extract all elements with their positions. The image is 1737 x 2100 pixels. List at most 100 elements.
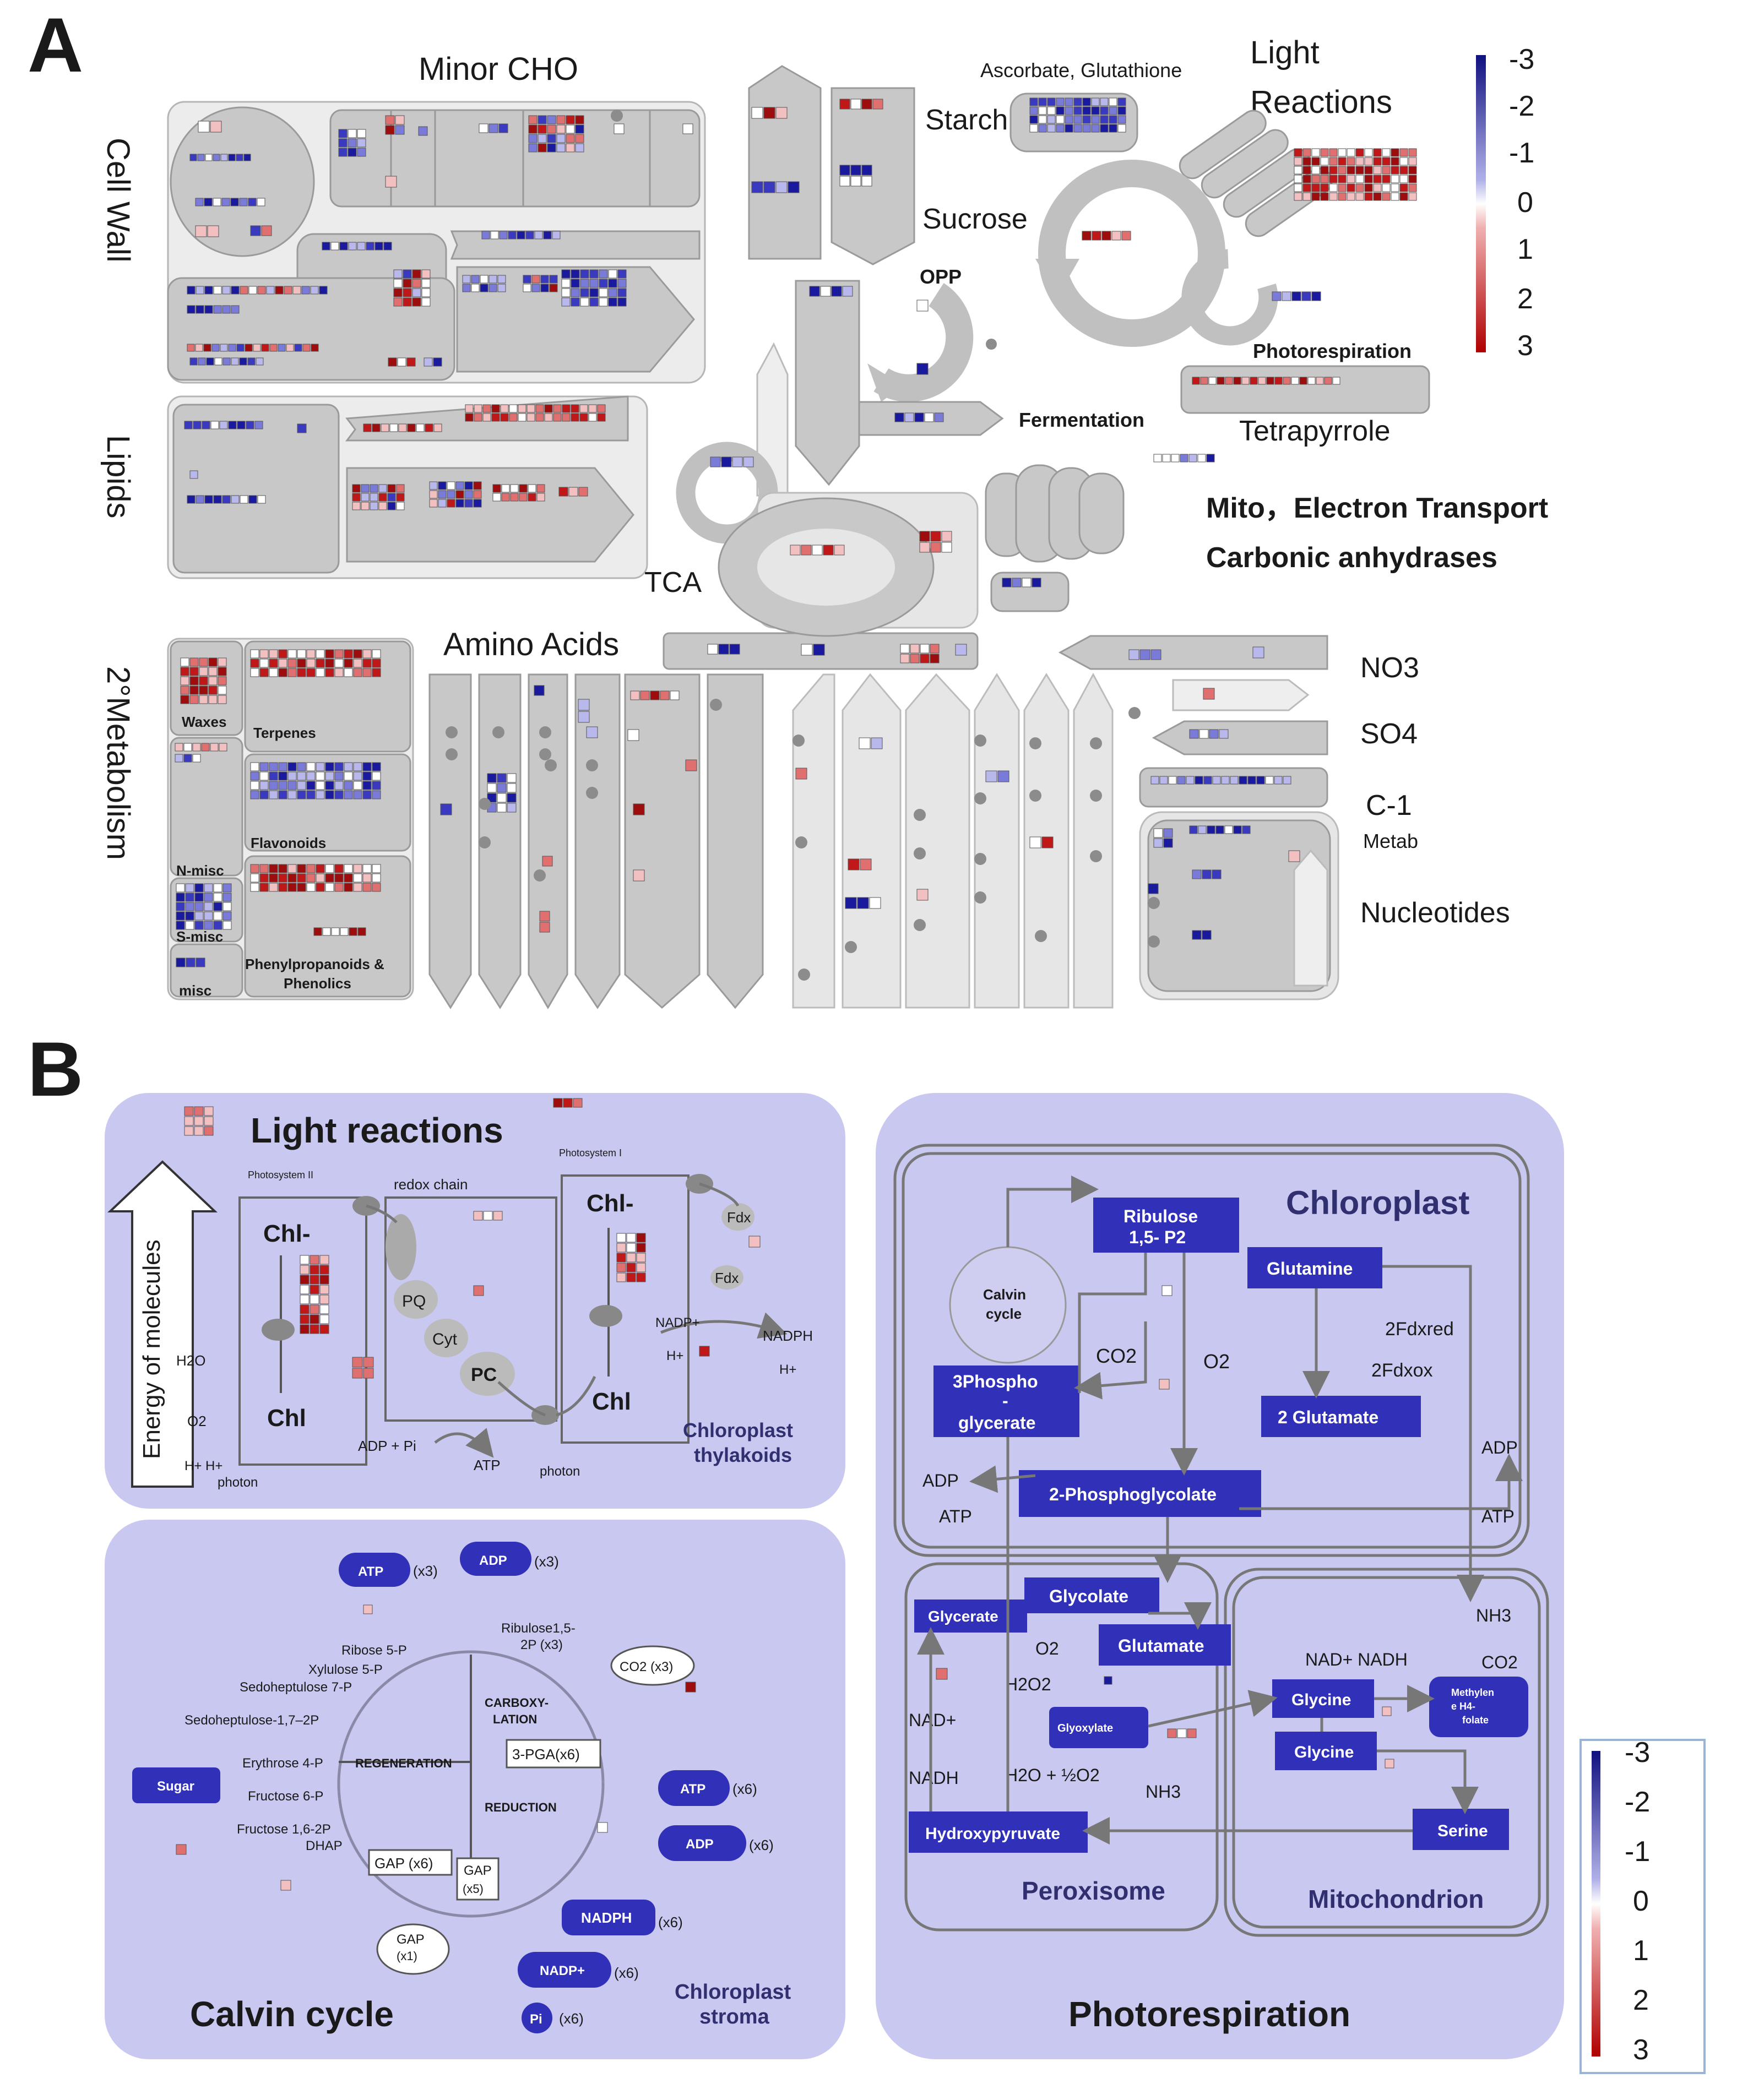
heatmap-cell [278, 649, 287, 659]
heatmap-cell [518, 404, 526, 413]
heatmap-cell [523, 275, 531, 284]
calvin-gap-box-2: (x5) [463, 1882, 484, 1896]
heatmap-cell [914, 412, 924, 422]
placeholder-dot [974, 792, 986, 804]
placeholder-dot [492, 726, 504, 738]
heatmap-cell [300, 1275, 310, 1285]
heatmap-cell [507, 803, 517, 813]
heatmap-cell [248, 495, 257, 504]
heatmap-cell [310, 1265, 319, 1275]
heatmap-cell [353, 771, 362, 781]
heatmap-cell [237, 421, 246, 429]
heatmap-cell [278, 771, 287, 781]
heatmap-cell [396, 484, 405, 493]
heatmap-cell [1302, 183, 1311, 192]
heatmap-cell [325, 649, 334, 659]
photon-2: photon [540, 1464, 580, 1479]
heatmap-cell [396, 493, 405, 502]
heatmap-cell [500, 413, 509, 422]
heatmap-cell [1316, 377, 1324, 385]
heatmap-cell [1302, 157, 1311, 166]
heatmap-cell [627, 729, 639, 741]
legend-b-tick-2: -2 [1625, 1786, 1650, 1818]
heatmap-cell [297, 864, 306, 873]
heatmap-cell [213, 893, 222, 902]
heatmap-cell [751, 181, 763, 193]
heatmap-cell [1294, 157, 1302, 166]
heatmap-cell [507, 773, 517, 783]
heatmap-cell [213, 902, 222, 911]
node-hydroxypyruvate: Hydroxypyruvate [925, 1825, 1060, 1843]
label-photorespiration-a: Photorespiration [1253, 340, 1412, 362]
legend-b-tick-7: 3 [1633, 2034, 1649, 2066]
photo-h2o2: H2O2 [1005, 1674, 1051, 1694]
heatmap-cell [579, 413, 588, 422]
light-reactions-panel: Light reactions Energy of molecules Phot… [105, 1093, 845, 1509]
heatmap-cell [1073, 124, 1082, 133]
heatmap-cell [536, 484, 545, 493]
heatmap-cell [1242, 825, 1251, 834]
heatmap-cell [1163, 828, 1173, 838]
heatmap-cell [316, 790, 325, 799]
heatmap-cell [222, 495, 231, 504]
placeholder-dot [586, 759, 598, 771]
calvin-x3b: (x3) [534, 1553, 559, 1570]
heatmap-cell [383, 242, 392, 251]
heatmap-cell [1408, 166, 1417, 175]
legend-a-tick-1: -3 [1509, 43, 1534, 75]
heatmap-cell [1192, 869, 1202, 879]
heatmap-cell [1082, 115, 1091, 124]
heatmap-cell [176, 911, 185, 921]
heatmap-cell [204, 305, 213, 314]
heatmap-cell [259, 668, 269, 677]
heatmap-cell [1038, 124, 1047, 133]
heatmap-cell [253, 344, 261, 352]
heatmap-cell [403, 269, 412, 279]
heatmap-cell [269, 771, 278, 781]
heatmap-cell [497, 783, 507, 793]
heatmap-cell [1224, 825, 1233, 834]
heatmap-cell [997, 770, 1009, 782]
heatmap-cell [1364, 183, 1373, 192]
heatmap-cell [338, 129, 348, 138]
heatmap-cell [287, 762, 297, 771]
heatmap-cell [353, 649, 362, 659]
label-light-2: Reactions [1250, 84, 1392, 120]
heatmap-cell [338, 148, 348, 157]
label-flavonoids: Flavonoids [251, 835, 326, 851]
heatmap-cell [1385, 1759, 1394, 1769]
heatmap-cell [302, 344, 311, 352]
chl-1: Chl [267, 1405, 306, 1432]
heatmap-cell [175, 743, 183, 752]
heatmap-cell [334, 762, 344, 771]
heatmap-cell [670, 690, 680, 700]
heatmap-cell [479, 123, 488, 133]
heatmap-cell [1189, 825, 1198, 834]
heatmap-cell [1311, 157, 1320, 166]
heatmap-cell [941, 542, 952, 553]
heatmap-cell [1073, 115, 1082, 124]
heatmap-cell [1408, 157, 1417, 166]
heatmap-cell [222, 911, 232, 921]
heatmap-cell [278, 762, 287, 771]
heatmap-cell [1302, 192, 1311, 201]
heatmap-cell [208, 695, 218, 704]
calvin-gap6: GAP (x6) [374, 1855, 433, 1871]
heatmap-cell [660, 690, 670, 700]
heatmap-cell [580, 269, 589, 279]
label-metab: Metab [1363, 830, 1418, 852]
heatmap-cell [528, 134, 538, 143]
heatmap-cell [1161, 1285, 1173, 1296]
heatmap-cell [1187, 1728, 1197, 1738]
heatmap-cell [218, 676, 227, 686]
heatmap-cell [575, 115, 584, 124]
heatmap-cell [412, 297, 421, 307]
heatmap-cell [531, 275, 540, 284]
calvin-sedo7p: Sedoheptulose 7-P [240, 1680, 352, 1695]
heatmap-cell [547, 115, 556, 124]
heatmap-cell [440, 803, 452, 815]
heatmap-cell [195, 225, 207, 237]
heatmap-cell [250, 649, 259, 659]
heatmap-cell [1332, 377, 1340, 385]
heatmap-cell [1301, 291, 1311, 301]
